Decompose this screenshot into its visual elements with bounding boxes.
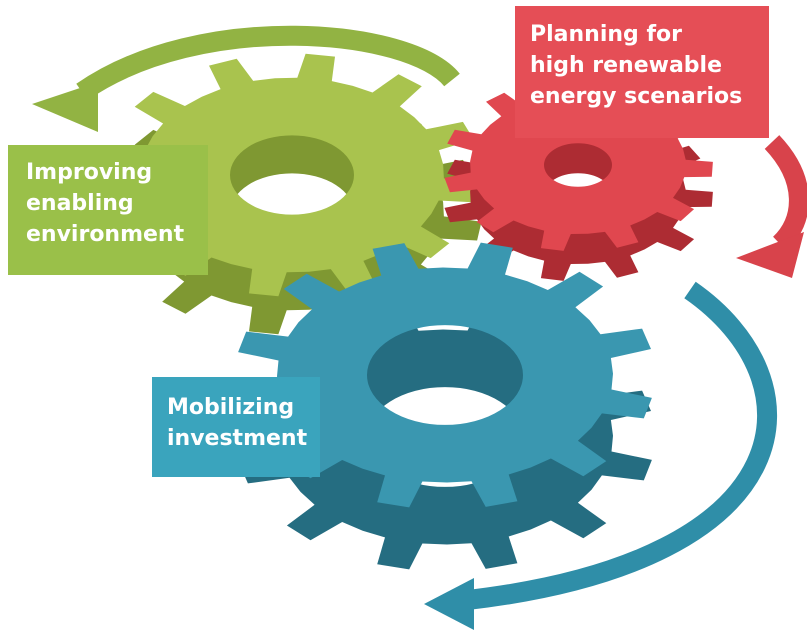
green-cycle-arrow bbox=[32, 25, 460, 132]
red-arrowhead bbox=[736, 232, 804, 278]
green-arrow-body bbox=[76, 25, 460, 101]
red-cycle-arrow bbox=[736, 135, 807, 278]
blue-arrowhead bbox=[424, 578, 474, 630]
mobilizing-investment-label: Mobilizing investment bbox=[152, 377, 320, 477]
enabling-environment-label: Improving enabling environment bbox=[8, 145, 208, 275]
blue-arrow-body bbox=[466, 281, 778, 610]
blue-gear bbox=[238, 242, 652, 570]
blue-cycle-arrow bbox=[424, 281, 778, 630]
planning-scenarios-label: Planning for high renewable energy scena… bbox=[515, 6, 769, 138]
red-arrow-body bbox=[764, 135, 807, 252]
green-arrowhead bbox=[32, 82, 98, 132]
blue-gear-top bbox=[238, 242, 652, 508]
